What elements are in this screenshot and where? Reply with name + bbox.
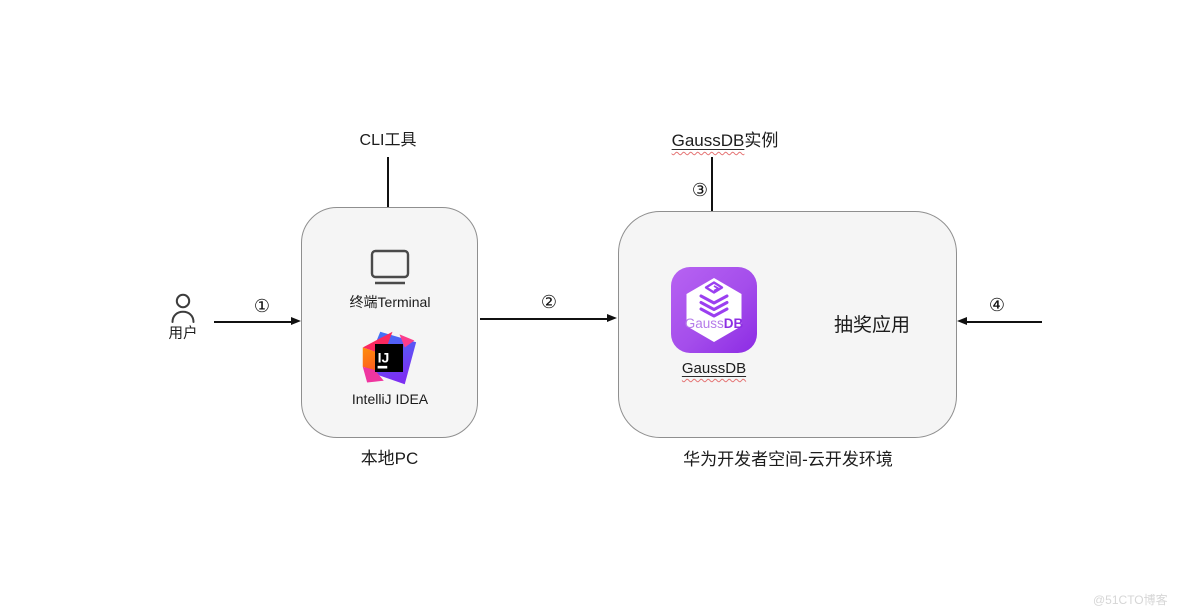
arrow-2-badge: ② (540, 292, 558, 313)
lottery-app-label: 抽奖应用 (833, 315, 910, 336)
local-pc-box (301, 207, 478, 438)
arrow-3-badge: ③ (691, 180, 709, 201)
arrow-2-head (607, 314, 617, 322)
gaussdb-instance-suffix: 实例 (744, 131, 779, 150)
arrow-1-head (291, 317, 301, 325)
gaussdb-instance-link-text: GaussDB (671, 131, 745, 150)
arrow-3-line (711, 157, 713, 223)
local-pc-title: 本地PC (360, 449, 419, 468)
gaussdb-caption: GaussDB (659, 360, 769, 379)
51cto-watermark: @51CTO博客 (1093, 593, 1168, 607)
monitor-icon (370, 249, 410, 285)
arrow-4-line (966, 321, 1042, 323)
gaussdb-logo: GaussDB (671, 267, 757, 353)
cloud-env-title: 华为开发者空间-云开发环境 (683, 450, 893, 469)
cli-tool-label: CLI工具 (359, 132, 417, 149)
user-label: 用户 (168, 326, 198, 342)
gaussdb-icon-text-bold: DB (724, 316, 744, 331)
arrow-1-line (214, 321, 292, 323)
gaussdb-icon-text-regular: Gauss (685, 316, 724, 331)
arrow-4-badge: ④ (988, 295, 1006, 316)
gaussdb-caption-text: GaussDB (681, 360, 747, 377)
gaussdb-caption-wrap: GaussDB (682, 360, 746, 377)
cli-arrow-line (387, 157, 389, 218)
svg-text:GaussDB: GaussDB (685, 316, 744, 331)
arrow-4-head (957, 317, 967, 325)
intellij-label: IntelliJ IDEA (351, 391, 429, 407)
arrow-1-badge: ① (253, 296, 271, 317)
terminal-label: 终端Terminal (349, 294, 431, 310)
intellij-monogram: IJ (378, 349, 390, 365)
person-icon (171, 293, 195, 323)
gaussdb-instance-link-wrap: GaussDB (672, 131, 745, 150)
gaussdb-instance-label: GaussDB实例 (645, 130, 805, 151)
intellij-idea-logo: IJ (362, 331, 417, 385)
arrow-2-line (480, 318, 608, 320)
